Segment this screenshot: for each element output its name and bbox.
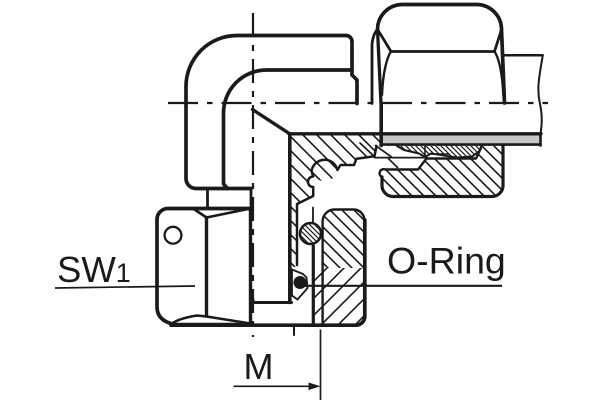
svg-text:SW1: SW1 (57, 249, 131, 290)
svg-text:O-Ring: O-Ring (387, 240, 506, 282)
svg-text:M: M (244, 346, 274, 387)
